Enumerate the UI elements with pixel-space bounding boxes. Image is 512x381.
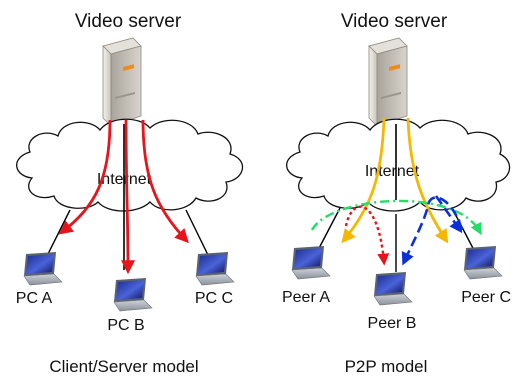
- cs-stream-to-pc-b: [120, 119, 135, 275]
- cs-internet-cloud: [16, 118, 243, 212]
- peer-a-share-stream: [344, 205, 390, 266]
- pc-a-label: PC A: [16, 290, 53, 307]
- p2p-stream-to-peer-c: [406, 117, 449, 244]
- pc-b-label: PC B: [107, 317, 144, 334]
- cs-server-icon: [102, 37, 142, 127]
- peer-b-share-stream: [401, 196, 464, 266]
- p2p-caption: P2P model: [345, 357, 428, 376]
- cs-caption: Client/Server model: [49, 357, 198, 376]
- peer-b-label: Peer B: [368, 315, 417, 332]
- p2p-diagram: Video server Internet: [282, 11, 511, 376]
- p2p-server-icon: [368, 37, 408, 127]
- peer-b-laptop-icon: [373, 272, 413, 306]
- p2p-stream-to-peer-a: [341, 117, 386, 244]
- peer-c-label: Peer C: [461, 289, 511, 306]
- pc-b-laptop-icon: [113, 278, 153, 312]
- peer-a-label: Peer A: [282, 289, 330, 306]
- cs-link-pc-a: [45, 209, 71, 259]
- cs-link-pc-c: [185, 209, 209, 256]
- p2p-server-label: Video server: [341, 11, 448, 32]
- p2p-internet-label: Internet: [365, 163, 420, 180]
- pc-a-laptop-icon: [23, 252, 63, 286]
- peer-a-laptop-icon: [291, 246, 331, 280]
- peer-b-share-stream-2: [434, 195, 463, 234]
- client-server-diagram: Video server Internet: [16, 11, 243, 376]
- cs-stream-to-pc-c: [141, 119, 189, 244]
- cs-server-label: Video server: [75, 11, 182, 32]
- peer-c-share-stream: [310, 199, 482, 236]
- peer-c-laptop-icon: [463, 246, 503, 280]
- pc-c-label: PC C: [195, 290, 233, 307]
- cs-stream-to-pc-a: [58, 119, 112, 235]
- pc-c-laptop-icon: [195, 252, 235, 286]
